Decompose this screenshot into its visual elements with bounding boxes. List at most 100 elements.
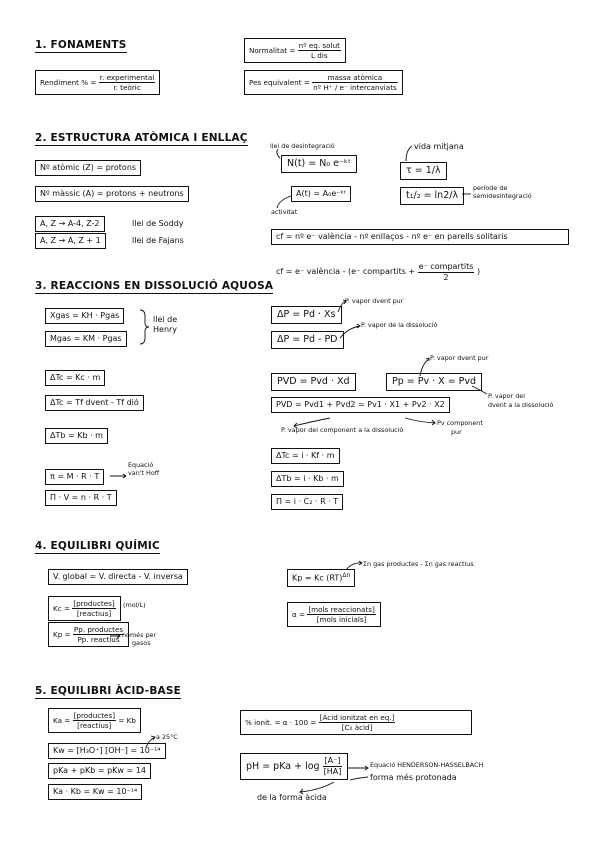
grau-dissociacio-formula: α = [mols reaccionats][mols inicials] <box>287 602 381 627</box>
henry-formula-2: Mgas = KM · Pgas <box>45 331 127 347</box>
crioscopia-vant-hoff-formula: ΔTc = i · Kf · m <box>271 448 340 464</box>
pes-equivalent-lhs: Pes equivalent = <box>249 78 310 87</box>
ka-lhs: Ka = <box>53 716 71 725</box>
crioscopia-formula: ΔTc = Kc · m <box>45 370 106 386</box>
ionit-lhs: % ionit. = α · 100 = <box>245 718 317 727</box>
periode-label-2: semidesintegració <box>473 192 532 200</box>
vanthoff-label-1: Equació <box>128 461 154 469</box>
activitat-label: activitat <box>271 208 298 216</box>
carrega-formal-formula: cf = nº e⁻ valència - nº enllaços - nº e… <box>271 229 569 245</box>
pvd2-left-label: P. vapor del component a la dissolució <box>281 426 404 434</box>
kp-denominator: Pp. reactius <box>77 635 120 644</box>
ebulloscopia-vant-hoff-formula: ΔTb = i · Kb · m <box>271 471 344 487</box>
section-title-acid-base: 5. EQUILIBRI ÀCID-BASE <box>35 685 182 699</box>
ka-kb-formula: Ka · Kb = Kw = 10⁻¹⁴ <box>48 784 143 800</box>
pvd2-right-label-2: pur <box>451 428 462 436</box>
activ-arrow <box>276 195 292 209</box>
kp-kc-text: Kp = Kc (RT) <box>292 573 343 583</box>
henry-brace <box>139 309 150 345</box>
kc-denominator: [reactius] <box>76 609 112 618</box>
kp-note-2: gasos <box>132 639 151 647</box>
ka-numerator: [productes] <box>72 711 117 721</box>
rendiment-lhs: Rendiment % = <box>40 78 97 87</box>
kp-kc-formula: Kp = Kc (RT)Δn <box>287 569 356 587</box>
pp-right-label-1: P. vapor del <box>488 392 526 400</box>
fajans-formula: A, Z → A, Z + 1 <box>35 233 106 249</box>
hh-label-1: Equació HENDERSON-HASSELBACH <box>370 761 484 769</box>
activitat-formula: A(t) = A₀e⁻ᵏᵗ <box>291 186 352 202</box>
ka-formula: Ka = [productes][reactius] = Kb <box>48 708 141 733</box>
ka-end: = Kb <box>118 716 136 725</box>
ka-denominator: [reactius] <box>77 721 112 730</box>
semidesintegracio-formula: t₁/₂ = ln2/λ <box>400 187 465 205</box>
pka-pkb-formula: pKa + pKb = pKw = 14 <box>48 763 151 779</box>
rendiment-denominator: r. teòric <box>113 83 141 92</box>
henry-label-2: Henry <box>153 325 178 334</box>
normalitat-numerator: nº eq. solut <box>297 41 341 51</box>
ionit-denominator: [C₀ àcid] <box>341 723 373 732</box>
kp-lhs: Kp = <box>53 630 71 639</box>
kw-label: a 25°C <box>156 733 178 741</box>
pp-top-label: P. vapor dvent pur <box>430 354 489 362</box>
gas-ideal-formula: Π · V = n · R · T <box>45 490 117 506</box>
cf-alt-end: ) <box>476 267 481 277</box>
kc-numerator: [productes] <box>72 599 116 609</box>
pp-right-label-2: dvent a la dissolució <box>488 401 554 409</box>
pvd2-right-label-1: Pv component <box>437 419 483 427</box>
alpha-lhs: α = <box>292 610 306 619</box>
hh-label-3: de la forma àcida <box>257 793 327 802</box>
pes-equivalent-numerator: massa atòmica <box>312 73 398 83</box>
pes-equivalent-denominator: nº H⁺ / e⁻ intercanviats <box>313 83 397 92</box>
rendiment-numerator: r. experimental <box>98 73 156 83</box>
pressio-osmotica-formula: π = M · R · T <box>45 469 105 485</box>
hh-lhs: pH = pKa + log <box>246 760 320 772</box>
hh-label-2: forma més protonada <box>370 773 457 782</box>
soddy-formula: A, Z → A-4, Z-2 <box>35 216 105 232</box>
dp1-label: P. vapor dvent pur <box>345 297 404 305</box>
hh-denominator: [HA] <box>323 767 342 776</box>
vida-arrow <box>405 145 413 162</box>
desintegracio-formula: N(t) = N₀ e⁻ᵏᵗ <box>281 155 357 173</box>
alpha-denominator: [mols inicials] <box>316 615 367 624</box>
henry-label-1: llei de <box>153 315 178 324</box>
hh-numerator: [A⁻] <box>322 756 343 767</box>
numero-massic-formula: Nº màssic (A) = protons + neutrons <box>35 186 189 202</box>
henderson-hasselbach-formula: pH = pKa + log [A⁻][HA] <box>240 753 349 780</box>
kp-numerator: Pp. productes <box>72 625 125 635</box>
carrega-formal-alt-formula: cf = e⁻ valència - (e⁻ compartits + e⁻ c… <box>276 262 480 282</box>
pvd1-formula: PVD = Pvd · Xd <box>271 373 356 391</box>
ionit-numerator: [Àcid ionitzat en eq.] <box>318 713 396 723</box>
dp1-formula: ΔP = Pd · Xs <box>271 306 342 324</box>
cf-alt-lhs: cf = e⁻ valència - (e⁻ compartits + <box>276 267 416 277</box>
fajans-label: llei de Fajans <box>132 236 184 245</box>
pvd2-right-arrow <box>404 417 436 426</box>
vida-mitjana-label: vida mitjana <box>414 142 464 151</box>
section-title-estructura: 2. ESTRUCTURA ATÒMICA I ENLLAÇ <box>35 132 248 146</box>
vanthoff-label-2: van't Hoff <box>128 469 160 477</box>
section-title-fonaments: 1. FONAMENTS <box>35 39 127 53</box>
vanthoff-arrow <box>110 473 127 479</box>
desintegracio-label: llei de desintegració <box>270 142 335 150</box>
alpha-numerator: [mols reaccionats] <box>307 605 376 615</box>
kp-note-1: només per <box>122 631 157 639</box>
cf-alt-numerator: e⁻ compartits <box>417 262 475 273</box>
hh-arrow-2 <box>349 776 369 781</box>
dp2-formula: ΔP = Pd - PD <box>271 331 344 349</box>
crioscopia-diferencia-formula: ΔTc = Tf dvent - Tf dió <box>45 395 144 411</box>
kp-kc-label: Σn gas productes - Σn gas reactius <box>363 560 474 568</box>
hh-arrow-1 <box>348 765 369 771</box>
section-title-equilibri-quimic: 4. EQUILIBRI QUÍMIC <box>35 540 160 554</box>
section-title-reaccions: 3. REACCIONS EN DISSOLUCIÓ AQUOSA <box>35 280 274 294</box>
dp2-label: P. vapor de la dissolució <box>361 321 438 329</box>
ebulloscopia-formula: ΔTb = Kb · m <box>45 428 108 444</box>
vida-mitjana-formula: τ = 1/λ <box>400 162 447 180</box>
percent-ionitzacio-formula: % ionit. = α · 100 = [Àcid ionitzat en e… <box>240 710 472 735</box>
kw-formula: Kw = [H₃O⁺] [OH⁻] = 10⁻¹⁴ <box>48 743 166 759</box>
osmotica-vant-hoff-formula: Π = i · C₂ · R · T <box>271 494 344 510</box>
normalitat-lhs: Normalitat = <box>249 46 296 55</box>
